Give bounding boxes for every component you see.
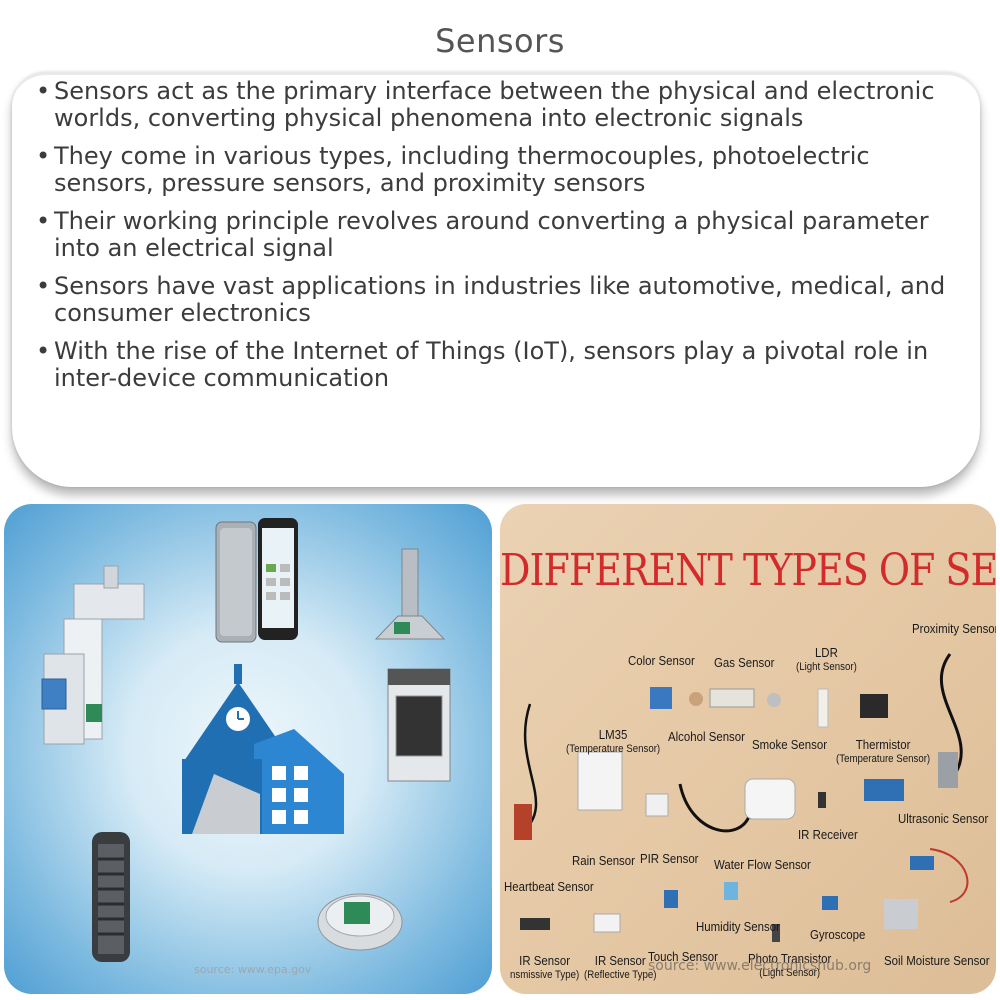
ventilation-duct-icon [41, 565, 145, 745]
photo-transistor-icon [772, 924, 780, 942]
label-proximity-sensor: Proximity Sensor [912, 621, 996, 636]
bullet-list: Sensors act as the primary interface bet… [34, 78, 974, 403]
water-flow-cable-icon [678, 783, 752, 833]
oven-icon [387, 668, 451, 782]
label-ultrasonic-sensor: Ultrasonic Sensor [898, 811, 989, 826]
label-ir-sensor-transmissive: IR Sensor nsmissive Type) [510, 954, 579, 982]
label-color-sensor: Color Sensor [628, 653, 695, 668]
image-source-credit: source: www.electronicshub.org [648, 958, 872, 974]
label-lm35-main: LM35 [598, 727, 628, 742]
label-ir-sensor-reflective: IR Sensor (Reflective Type) [584, 954, 656, 982]
gas-sensor-icon [709, 688, 755, 708]
label-smoke-sensor: Smoke Sensor [752, 737, 828, 752]
smoke-sensor-icon [767, 693, 781, 707]
label-touch-sensor: Touch Sensor [648, 949, 718, 964]
label-thermistor-sub: (Temperature Sensor) [836, 753, 931, 765]
label-photo-sub: (Light Sensor) [759, 967, 821, 979]
color-sensor-icon [650, 687, 672, 709]
proximity-cable-icon [939, 653, 963, 775]
proximity-sensor-icon [938, 752, 958, 788]
label-photo-transistor: Photo Transistor (Light Sensor) [748, 952, 831, 980]
house-icon [182, 664, 344, 834]
label-ldr: LDR (Light Sensor) [796, 646, 857, 674]
label-ir-refl-main: IR Sensor [594, 953, 646, 968]
label-lm35-sub: (Temperature Sensor) [566, 743, 661, 755]
label-thermistor: Thermistor (Temperature Sensor) [836, 738, 930, 766]
soil-moisture-probe-icon [884, 899, 918, 929]
label-soil-moisture-sensor: Soil Moisture Sensor [884, 953, 990, 968]
sensor-components-drawing [514, 653, 969, 942]
ir-receiver-icon [818, 792, 826, 808]
image-source-credit: source: www.epa.gov [194, 963, 312, 976]
bullet-item: With the rise of the Internet of Things … [34, 338, 974, 392]
label-pir-sensor: PIR Sensor [640, 851, 699, 866]
label-ldr-sub: (Light Sensor) [796, 661, 857, 673]
bullet-item: Sensors act as the primary interface bet… [34, 78, 974, 132]
label-heartbeat-sensor: Heartbeat Sensor [504, 879, 594, 894]
ir-reflective-sensor-icon [593, 913, 621, 933]
label-gyroscope: Gyroscope [810, 927, 866, 942]
page-title: Sensors [435, 22, 565, 60]
label-water-flow-sensor: Water Flow Sensor [714, 857, 811, 872]
label-thermistor-main: Thermistor [855, 737, 911, 752]
touch-sensor-icon [664, 890, 678, 908]
label-alcohol-sensor: Alcohol Sensor [668, 729, 745, 744]
label-ldr-main: LDR [814, 645, 838, 660]
heartbeat-sensor-board-icon [514, 804, 532, 840]
label-ir-refl-sub: (Reflective Type) [584, 969, 657, 981]
alcohol-sensor-icon [689, 692, 703, 706]
range-hood-icon [374, 548, 446, 640]
bullet-item: They come in various types, including th… [34, 143, 974, 197]
gyroscope-icon [822, 896, 838, 910]
air-purifier-icon [92, 832, 130, 962]
smoke-detector-icon [317, 893, 403, 951]
bullet-item: Their working principle revolves around … [34, 208, 974, 262]
label-lm35: LM35 (Temperature Sensor) [566, 728, 660, 756]
sensor-types-board: DIFFERENT TYPES OF SENSORS Proximity Sen… [500, 504, 996, 994]
rain-sensor-icon [577, 751, 623, 811]
smart-home-illustration: source: www.epa.gov [4, 504, 492, 994]
label-gas-sensor: Gas Sensor [714, 655, 775, 670]
label-ir-receiver: IR Receiver [798, 827, 858, 842]
soil-moisture-wire-icon [929, 848, 969, 903]
label-ir-trans-sub: nsmissive Type) [510, 969, 580, 981]
smart-home-drawing [41, 518, 451, 962]
bullet-item: Sensors have vast applications in indust… [34, 273, 974, 327]
pir-sensor-icon [645, 793, 669, 817]
soil-moisture-module-icon [910, 856, 934, 870]
ir-transmissive-sensor-icon [520, 918, 550, 930]
smart-speaker-icon [215, 521, 257, 643]
water-flow-sensor-icon [744, 778, 796, 820]
smartphone-icon [258, 518, 298, 640]
label-ir-trans-main: IR Sensor [519, 953, 571, 968]
label-humidity-sensor: Humidity Sensor [696, 919, 780, 934]
thermistor-icon [860, 694, 888, 718]
ldr-icon [817, 688, 829, 728]
ultrasonic-sensor-icon [864, 779, 904, 801]
board-heading: DIFFERENT TYPES OF SENSORS [500, 544, 996, 596]
label-rain-sensor: Rain Sensor [572, 853, 635, 868]
humidity-sensor-icon [724, 882, 738, 900]
label-photo-main: Photo Transistor [748, 951, 832, 966]
